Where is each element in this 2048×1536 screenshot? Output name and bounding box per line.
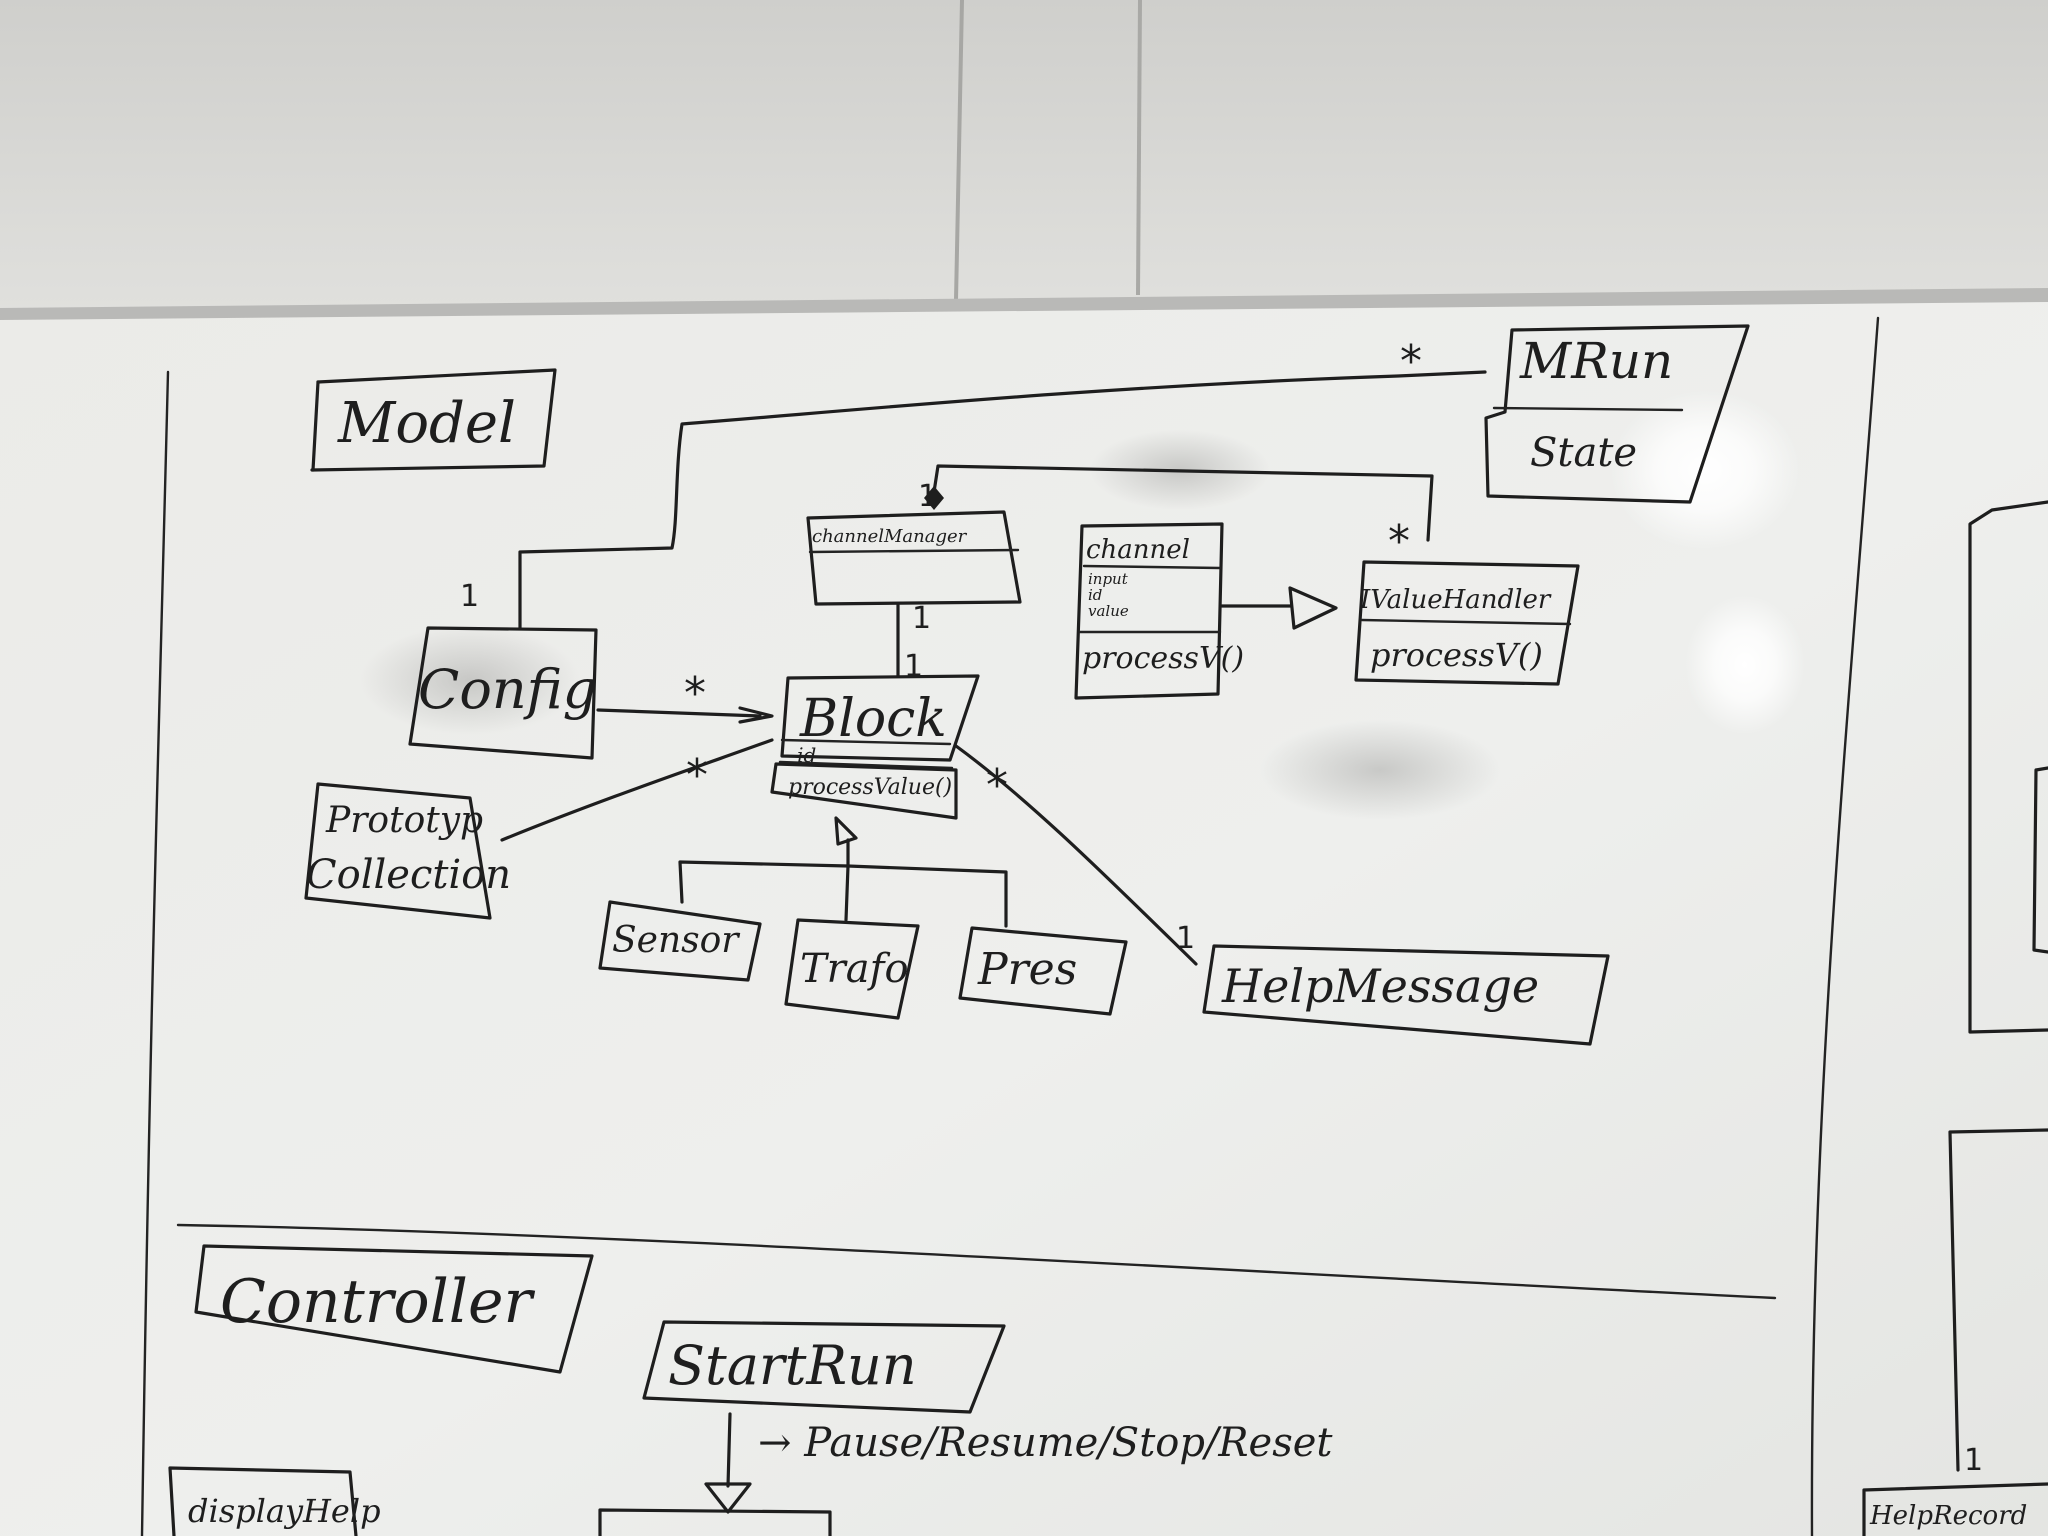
config-mrun-association bbox=[518, 370, 1487, 630]
multiplicity-one: 1 bbox=[1964, 1443, 1983, 1478]
channel-attr-input: input bbox=[1088, 570, 1129, 588]
channel-manager-name: channelManager bbox=[812, 526, 968, 547]
config-name: Config bbox=[418, 658, 597, 721]
block-attribute: - id bbox=[784, 743, 816, 767]
block-helpmessage-association bbox=[954, 744, 1198, 966]
section-separator-line bbox=[176, 1223, 1777, 1300]
startrun-actions-note: → Pause/Resume/Stop/Reset bbox=[758, 1420, 1333, 1466]
multiplicity-one: 1 bbox=[1176, 921, 1195, 956]
mrun-state-attribute: State bbox=[1530, 430, 1637, 476]
multiplicity-many: * bbox=[986, 760, 1008, 811]
help-message-name: HelpMessage bbox=[1221, 959, 1539, 1013]
channel-class: channel input id value processV() bbox=[1074, 522, 1244, 700]
controller-section-title: Controller bbox=[194, 1244, 594, 1374]
offscreen-class-box bbox=[598, 1508, 832, 1536]
composition-diamond bbox=[924, 486, 944, 510]
startrun-arrow-line bbox=[726, 1412, 732, 1488]
help-record-name: HelpRecord bbox=[1869, 1501, 2027, 1531]
display-help-class: displayHelp bbox=[168, 1466, 381, 1536]
multiplicity-one: 1 bbox=[904, 649, 923, 684]
trafo-name: Trafo bbox=[800, 946, 909, 992]
wall-seam-left bbox=[954, 0, 964, 301]
ivaluehandler-name: IValueHandler bbox=[1359, 585, 1552, 615]
trafo-class: Trafo bbox=[784, 918, 920, 1020]
model-section-title: Model bbox=[310, 368, 557, 472]
multiplicity-many: * bbox=[1400, 336, 1422, 387]
offscreen-class-box bbox=[1948, 1128, 2048, 1472]
whiteboard-surface bbox=[0, 302, 2048, 1536]
help-message-class: HelpMessage bbox=[1202, 944, 1610, 1046]
right-divider-line bbox=[1810, 316, 1880, 1536]
realization-arrowhead bbox=[1288, 586, 1338, 630]
display-help-name: displayHelp bbox=[188, 1492, 381, 1530]
handler-composition-line bbox=[932, 464, 1434, 542]
inheritance-tree bbox=[678, 838, 850, 904]
mrun-name: MRun bbox=[1519, 332, 1673, 390]
wall bbox=[0, 0, 2048, 330]
ivaluehandler-class: IValueHandler processV() bbox=[1354, 560, 1580, 686]
ivaluehandler-method: processV() bbox=[1370, 636, 1543, 674]
prototyp-block-association bbox=[500, 738, 774, 842]
channel-attr-id: id bbox=[1088, 586, 1102, 604]
controller-label: Controller bbox=[220, 1267, 535, 1337]
startrun-class: StartRun bbox=[642, 1320, 1006, 1414]
prototyp-collection-name-line1: Prototyp bbox=[325, 800, 483, 841]
pres-class: Pres bbox=[958, 926, 1128, 1016]
multiplicity-many: * bbox=[1388, 516, 1410, 567]
light-glare bbox=[1685, 595, 1805, 735]
model-label: Model bbox=[337, 391, 516, 456]
prototyp-collection-class: Prototyp Collection bbox=[304, 782, 511, 920]
multiplicity-one: 1 bbox=[912, 601, 931, 636]
channel-attr-value: value bbox=[1088, 602, 1129, 620]
config-block-arrow bbox=[738, 706, 774, 724]
left-margin-line bbox=[140, 370, 170, 1536]
light-glare bbox=[1610, 390, 1800, 550]
config-class: Config bbox=[408, 626, 598, 760]
block-name: Block bbox=[799, 689, 947, 749]
pres-name: Pres bbox=[977, 944, 1077, 995]
inheritance-branch bbox=[846, 864, 1008, 928]
mrun-class: MRun State bbox=[1484, 324, 1750, 504]
multiplicity-many: * bbox=[684, 668, 706, 719]
sensor-name: Sensor bbox=[612, 920, 740, 961]
startrun-name: StartRun bbox=[668, 1334, 917, 1397]
channel-method: processV() bbox=[1082, 641, 1244, 676]
channel-manager-class: channelManager bbox=[806, 510, 1022, 606]
inheritance-branch bbox=[844, 864, 850, 922]
multiplicity-one: 1 bbox=[460, 579, 479, 614]
block-class: Block - id processValue() bbox=[770, 674, 980, 820]
wall-seam-right bbox=[1136, 0, 1142, 296]
offscreen-class-box bbox=[1968, 500, 2048, 1034]
help-record-class: HelpRecord bbox=[1862, 1482, 2048, 1536]
block-method: processValue() bbox=[788, 775, 952, 800]
startrun-arrowhead bbox=[704, 1482, 752, 1514]
prototyp-collection-name-line2: Collection bbox=[306, 852, 511, 898]
config-block-association bbox=[596, 708, 762, 718]
multiplicity-many: * bbox=[686, 750, 708, 801]
sensor-class: Sensor bbox=[598, 900, 762, 982]
eraser-smudge bbox=[1260, 720, 1500, 820]
multiplicity-one: 1 bbox=[918, 479, 937, 514]
channel-name: channel bbox=[1086, 535, 1190, 565]
offscreen-class-box bbox=[2032, 766, 2048, 954]
